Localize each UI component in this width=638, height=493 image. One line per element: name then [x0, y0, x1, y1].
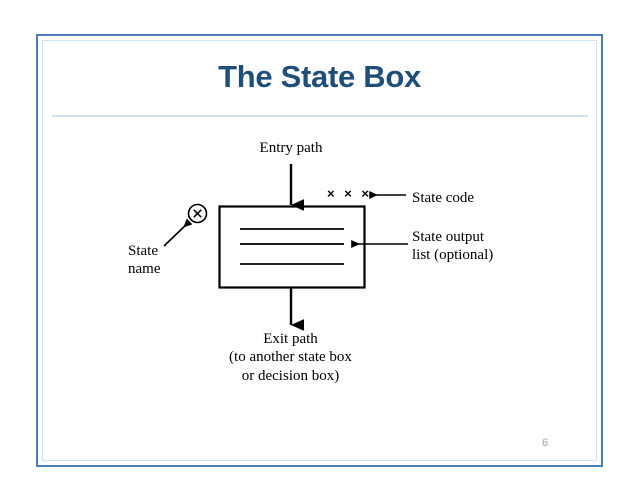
slide-frame-inner-border	[42, 40, 597, 461]
page-title: The State Box	[218, 59, 421, 94]
exit-path-label: Exit path (to another state box or decis…	[193, 330, 388, 385]
exit-path-label-line-3: or decision box)	[241, 367, 340, 384]
state-output-label: State output list (optional)	[412, 228, 493, 265]
exit-path-label-line-1: Exit path	[263, 331, 318, 347]
state-name-label-line-1: State	[128, 243, 158, 259]
entry-path-label: Entry path	[259, 140, 323, 156]
state-code-marks: × × ×	[327, 186, 372, 201]
state-code-label: State code	[412, 190, 475, 206]
state-name-label: State name	[128, 242, 160, 279]
state-output-label-line-2: list (optional)	[412, 247, 494, 264]
title-divider	[52, 115, 588, 117]
page-number: 6	[541, 437, 549, 449]
state-output-label-line-1: State output	[412, 229, 485, 245]
exit-path-label-line-2: (to another state box	[229, 349, 352, 366]
state-name-label-line-2: name	[128, 261, 161, 278]
